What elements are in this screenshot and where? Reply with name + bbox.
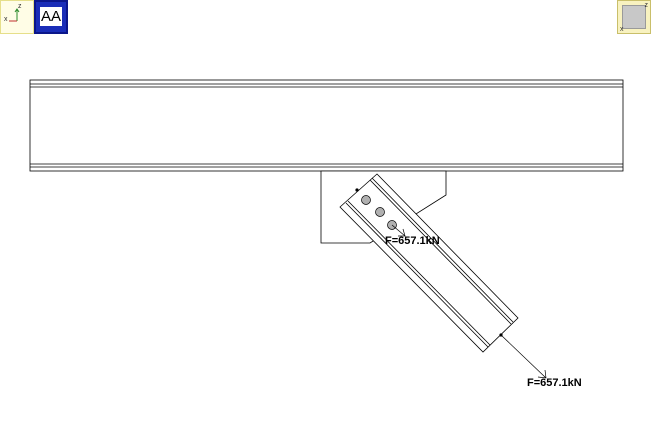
antialias-toggle-button[interactable]: AA [34,0,68,34]
bolt-group [361,195,397,230]
bolt-1 [361,195,371,205]
view-cube-face[interactable] [622,5,646,29]
force-arrow-upper [391,224,406,237]
axis-orientation-widget[interactable]: z x [0,0,34,34]
force-arrow-lower [500,334,547,379]
axis-x-label: x [4,16,8,23]
view-cube-z-label: z [644,2,649,9]
bolt-2 [375,207,385,217]
axis-z-label: z [18,3,22,10]
aa-label: AA [40,7,62,26]
view-cube-x-label: x [620,26,624,33]
force-label-lower: F=657.1kN [527,377,582,389]
axis-triad-icon [9,8,20,22]
main-beam [29,79,624,172]
force-label-upper: F=657.1kN [385,235,440,247]
diagonal-brace [339,173,519,353]
view-cube[interactable]: z x [617,0,651,34]
node-dot-top [355,188,359,192]
